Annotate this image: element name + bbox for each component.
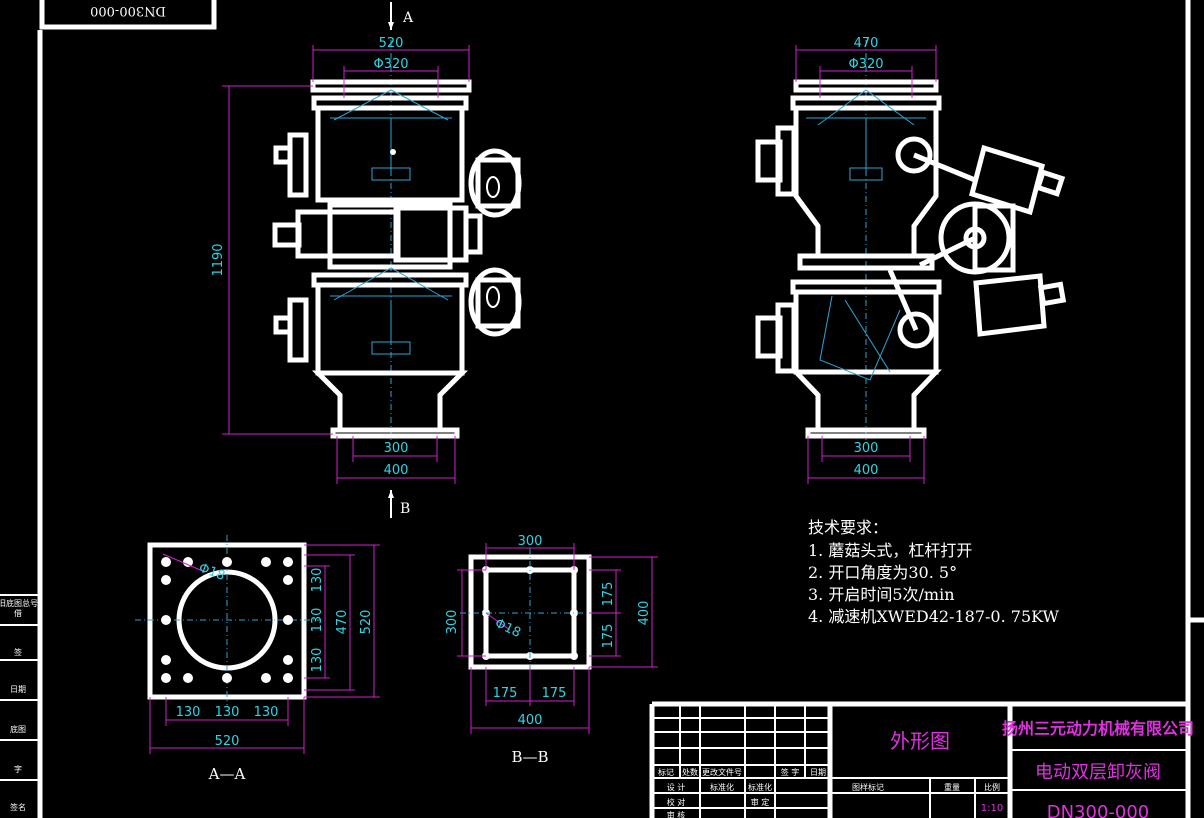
- left-strip: 旧底图总号 借 签 日期 底图 字 签名: [0, 594, 40, 812]
- aa-inner: 470: [335, 610, 350, 635]
- section-a-label: A: [402, 10, 414, 26]
- weight-label: 重量: [944, 782, 960, 792]
- aa-bolt-hole: [283, 575, 293, 585]
- aa-pitch-b3: 130: [254, 705, 279, 720]
- corner-label-box: [39, 0, 217, 30]
- bb-half-b2: 175: [542, 686, 567, 701]
- aa-bolt-hole: [283, 673, 293, 683]
- std-value: 标准化: [710, 782, 734, 792]
- corner-label: DN300-000: [90, 3, 166, 18]
- bb-outer-bottom: 400: [518, 713, 543, 728]
- section-b-arrow: [388, 490, 394, 498]
- bb-side: 300: [445, 610, 460, 635]
- hdr-cell-3: 签 字: [781, 767, 800, 777]
- strip-label-1: 借: [14, 608, 22, 618]
- aa-bolt-hole: [222, 673, 232, 683]
- strip-label-2: 签: [14, 647, 22, 657]
- strip-label-6: 签名: [10, 802, 26, 812]
- hdr-cell-0: 标记: [658, 767, 674, 777]
- aa-bolt-hole: [261, 557, 271, 567]
- tech-title: 技术要求：: [808, 518, 888, 537]
- front-bottom-inner: 300: [384, 441, 409, 456]
- side-bottom-outer: 400: [854, 463, 879, 478]
- tech-item-4: 4. 减速机XWED42-187-0. 75KW: [808, 607, 1060, 626]
- ratio-label: 比例: [984, 782, 1000, 792]
- product-name: 电动双层卸灰阀: [1035, 762, 1161, 783]
- strip-label-5: 字: [14, 764, 22, 774]
- tech-item-3: 3. 开启时间5次/min: [808, 585, 955, 604]
- side-view: [755, 40, 1067, 484]
- bb-half-b1: 175: [493, 686, 518, 701]
- aa-bolt-hole: [183, 673, 193, 683]
- aa-outer-bottom: 520: [215, 734, 240, 749]
- std-label: 标准化: [748, 782, 772, 792]
- company-name: 扬州三元动力机械有限公司: [1002, 719, 1194, 738]
- aa-caption: A—A: [208, 765, 246, 783]
- aa-bolt-hole: [283, 557, 293, 567]
- aa-view: [135, 535, 380, 754]
- aa-pitch-1: 130: [310, 568, 325, 593]
- row-label-design: 设 计: [667, 782, 686, 792]
- aa-bolt-hole: [161, 615, 171, 625]
- bb-view: [457, 543, 658, 734]
- aa-outer: 520: [359, 610, 374, 635]
- bb-half-1: 175: [601, 582, 616, 607]
- aa-bolt-hole: [161, 655, 171, 665]
- bb-hole: Φ18: [492, 616, 523, 641]
- side-top-outer: 470: [854, 36, 879, 51]
- drawing-type: 外形图: [890, 729, 950, 753]
- tech-item-1: 1. 蘑菇头式，杠杆打开: [808, 541, 972, 560]
- hdr-cell-1: 处数: [682, 767, 698, 777]
- bb-half-2: 175: [601, 624, 616, 649]
- title-block: [649, 617, 1204, 818]
- row-label-check: 校 对: [667, 797, 686, 807]
- aa-pitch-b1: 130: [176, 705, 201, 720]
- row-label-review: 审 核: [667, 810, 686, 818]
- front-view: [222, 40, 522, 484]
- front-bottom-outer: 400: [384, 463, 409, 478]
- scale-value: 1:10: [981, 803, 1003, 814]
- front-top-outer: 520: [379, 36, 404, 51]
- strip-label-4: 底图: [10, 724, 26, 734]
- aa-bolt-hole: [183, 557, 193, 567]
- side-top-inner: Φ320: [848, 57, 883, 72]
- front-top-inner: Φ320: [373, 57, 408, 72]
- aa-bolt-hole: [222, 557, 232, 567]
- bb-top: 300: [518, 534, 543, 549]
- front-height: 1190: [211, 243, 226, 276]
- aa-bolt-hole: [283, 615, 293, 625]
- hdr-cell-2: 更改文件号: [702, 767, 742, 777]
- aa-bolt-hole: [161, 557, 171, 567]
- aa-bolt-hole: [161, 673, 171, 683]
- aa-bolt-hole: [283, 655, 293, 665]
- aa-pitch-b2: 130: [215, 705, 240, 720]
- section-b-label: B: [400, 501, 410, 517]
- approve-label: 审 定: [751, 797, 770, 807]
- aa-pitch-2: 130: [310, 608, 325, 633]
- aa-bolt-hole: [261, 673, 271, 683]
- hdr-cell-4: 日期: [810, 768, 826, 777]
- aa-pitch-3: 130: [310, 648, 325, 673]
- aa-bolt-hole: [161, 575, 171, 585]
- section-a-arrow: [388, 22, 394, 30]
- bb-caption: B—B: [511, 748, 548, 766]
- bb-outer-right: 400: [637, 601, 652, 626]
- mark-label: 图样标记: [852, 782, 884, 792]
- strip-label-3: 日期: [10, 685, 26, 694]
- strip-label-0: 旧底图总号: [0, 598, 38, 608]
- drawing-code: DN300-000: [1047, 802, 1150, 818]
- side-bottom-inner: 300: [854, 441, 879, 456]
- tech-item-2: 2. 开口角度为30. 5°: [808, 563, 957, 582]
